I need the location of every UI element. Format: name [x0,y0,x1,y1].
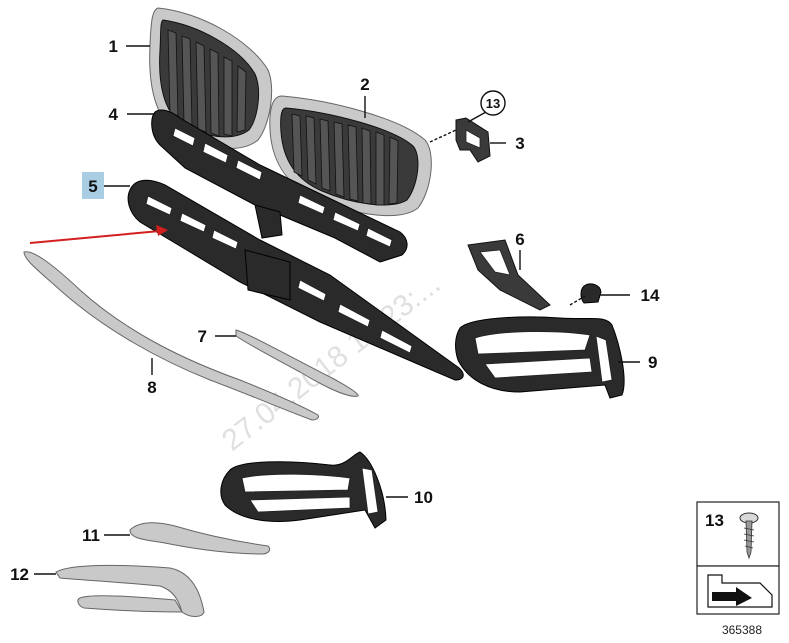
highlight-callout-5 [82,172,104,199]
callout-11: 11 [82,526,100,545]
part-9-fog-grille-right[interactable] [455,316,625,399]
legend-part-number: 13 [705,511,724,530]
screw-icon [739,512,759,560]
callout-9: 9 [648,353,657,372]
return-arrow-icon [707,574,773,608]
red-arrow [29,225,168,244]
part-5-grille-lower[interactable] [127,179,464,381]
callout-14: 14 [641,286,660,305]
callout-13-circled: 13 [480,90,506,116]
part-8-trim-long[interactable] [23,251,319,421]
part-14-clip[interactable] [580,283,602,304]
callout-10: 10 [414,488,433,507]
part-7-trim-strip[interactable] [235,329,359,397]
callout-1: 1 [109,37,118,56]
part-2-kidney-grille-right[interactable] [269,95,432,217]
legend-box: 13 [696,501,780,615]
callout-7: 7 [198,327,207,346]
part-12-trim-frame[interactable] [55,564,205,617]
callout-6: 6 [515,230,524,249]
part-6-bracket[interactable] [467,239,551,311]
diagram-number: 365388 [722,623,762,637]
part-11-trim-strip[interactable] [129,522,271,555]
callout-4: 4 [109,105,119,124]
callout-3: 3 [515,134,524,153]
callout-2: 2 [360,75,369,94]
leader-lines [34,45,640,575]
callout-8: 8 [147,378,156,397]
part-3-bracket[interactable] [455,117,491,163]
callout-12: 12 [10,565,29,584]
part-4-grille-carrier-upper[interactable] [151,109,408,263]
callout-5: 5 [88,177,97,196]
part-10-fog-grille-left[interactable] [220,451,387,529]
callout-13-text: 13 [486,96,500,111]
